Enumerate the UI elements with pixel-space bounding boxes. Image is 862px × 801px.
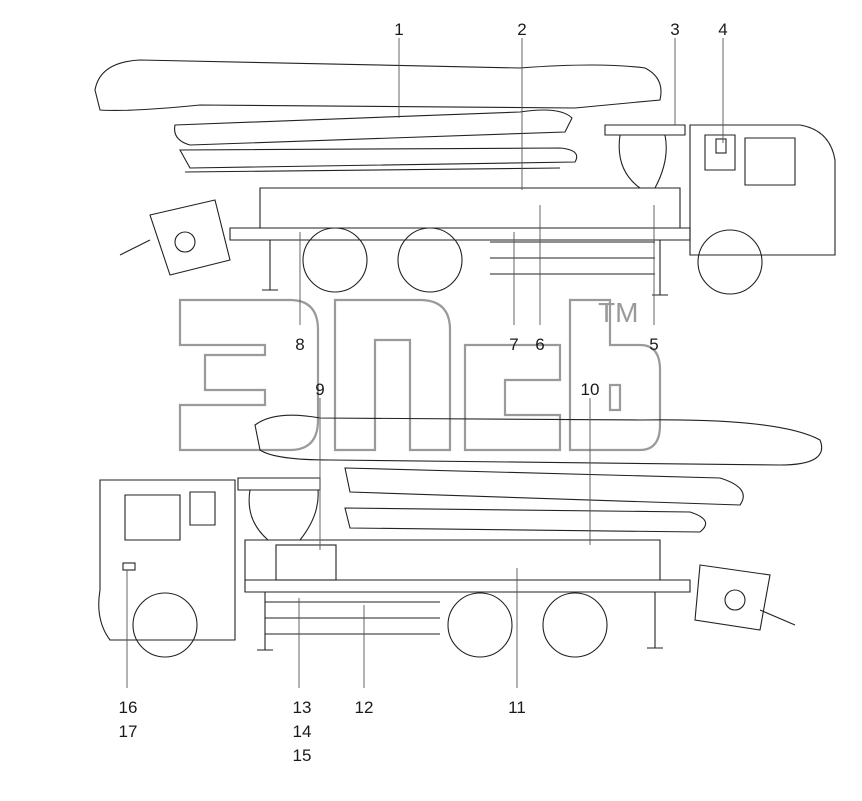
callout-label-4: 4 bbox=[718, 20, 727, 39]
watermark-logo: TM bbox=[178, 297, 662, 452]
callout-label-8: 8 bbox=[295, 335, 304, 354]
callout-label-2: 2 bbox=[517, 20, 526, 39]
callout-label-13: 13 bbox=[293, 698, 312, 717]
callout-label-7: 7 bbox=[509, 335, 518, 354]
leader-lines bbox=[126, 38, 724, 688]
callout-label-17: 17 bbox=[119, 722, 138, 741]
callout-label-10: 10 bbox=[581, 380, 600, 399]
callout-label-12: 12 bbox=[355, 698, 374, 717]
callout-label-9: 9 bbox=[315, 380, 324, 399]
callout-label-5: 5 bbox=[649, 335, 658, 354]
callout-label-11: 11 bbox=[508, 698, 526, 717]
top-truck bbox=[94, 59, 836, 296]
callout-labels-mid: 9 10 bbox=[315, 380, 599, 399]
callout-labels-bottom: 11 12 13 14 15 16 17 bbox=[119, 698, 526, 765]
callout-label-14: 14 bbox=[293, 722, 312, 741]
bottom-truck bbox=[98, 414, 823, 658]
callout-label-16: 16 bbox=[119, 698, 138, 717]
callout-labels-top: 1 2 3 4 5 6 7 8 bbox=[295, 20, 727, 354]
callout-label-15: 15 bbox=[293, 746, 312, 765]
trademark-symbol: TM bbox=[598, 297, 638, 328]
callout-label-1: 1 bbox=[394, 20, 403, 39]
callout-label-6: 6 bbox=[535, 335, 544, 354]
callout-label-3: 3 bbox=[670, 20, 679, 39]
